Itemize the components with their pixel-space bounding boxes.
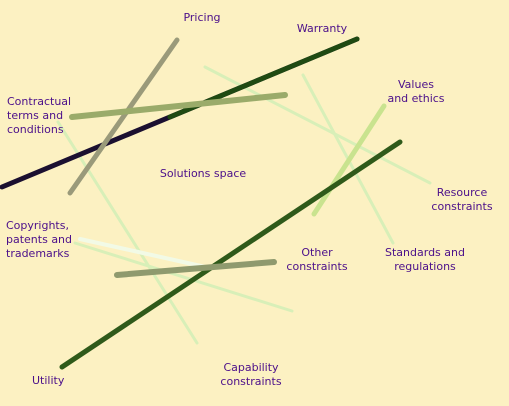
label-capability-constraints: Capability constraints <box>220 361 282 388</box>
label-copyrights: Copyrights, patents and trademarks <box>6 219 73 260</box>
pricing-line <box>67 37 180 196</box>
capability-line <box>56 120 199 345</box>
other-constraints-line <box>73 241 294 313</box>
copyrights-line <box>78 237 212 270</box>
contractual-line <box>69 92 288 120</box>
label-warranty: Warranty <box>296 22 348 35</box>
label-resource-constraints: Resource constraints <box>431 186 493 213</box>
values-ethics-line <box>311 103 387 217</box>
label-contractual-terms: Contractual terms and conditions <box>7 95 72 136</box>
label-values-ethics: Values and ethics <box>387 78 445 105</box>
label-pricing: Pricing <box>183 11 221 24</box>
label-other-constraints: Other constraints <box>286 246 348 273</box>
utility-line <box>59 139 403 370</box>
label-solutions-space: Solutions space <box>159 167 247 180</box>
label-standards-regulations: Standards and regulations <box>385 246 465 273</box>
label-utility: Utility <box>32 374 65 387</box>
other-constraints-bar <box>114 259 277 278</box>
